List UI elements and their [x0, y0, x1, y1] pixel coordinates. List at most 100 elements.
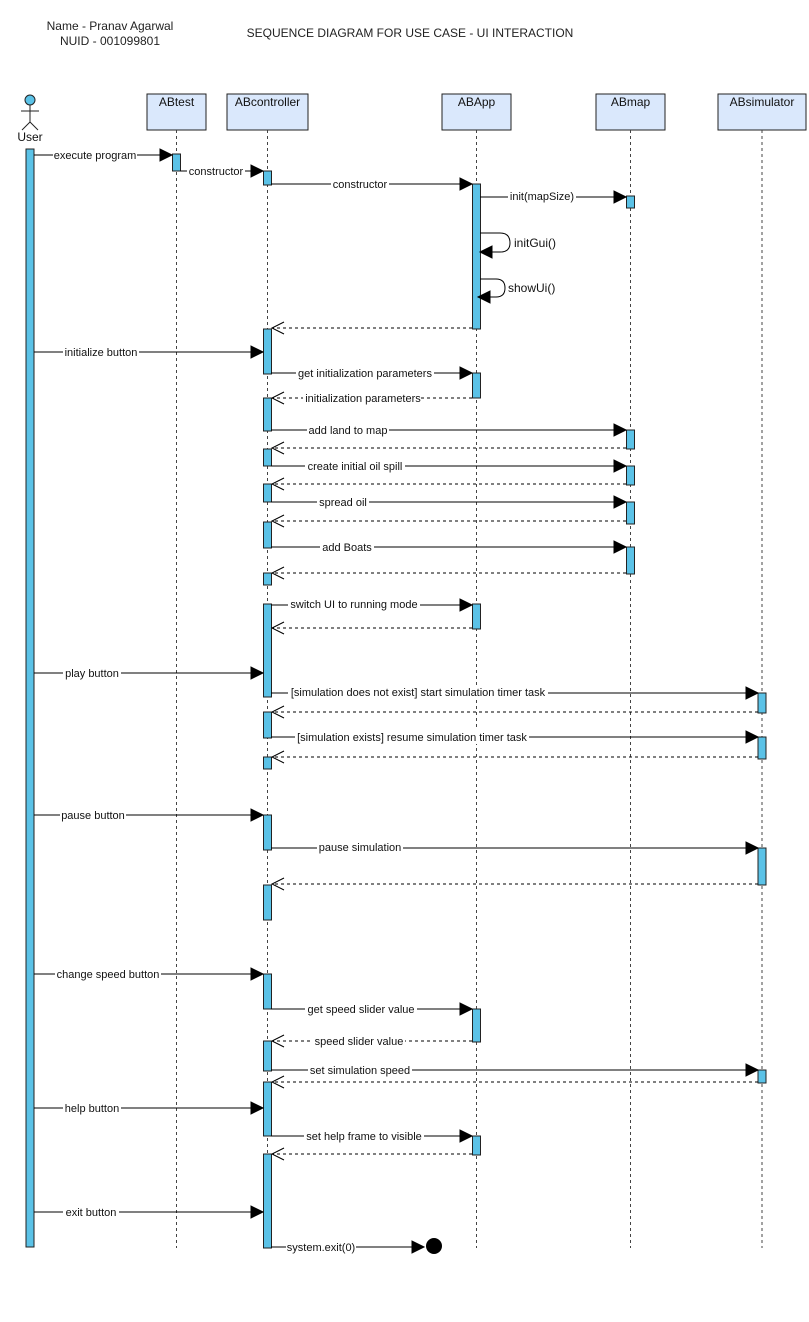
label-bg — [63, 1205, 119, 1219]
activation-abcontroller — [263, 1040, 272, 1072]
message-label: system.exit(0) — [287, 1242, 355, 1254]
arrow-head — [613, 495, 628, 509]
participant-label: ABApp — [458, 95, 496, 109]
message-return — [270, 750, 758, 764]
arrow-head — [411, 1240, 426, 1254]
activation-abcontroller — [263, 521, 272, 549]
participant-label: ABtest — [159, 95, 195, 109]
arrow-head — [250, 1101, 265, 1115]
message-label: help button — [65, 1103, 119, 1115]
message-change-speed-button: change speed button — [34, 967, 265, 981]
message-return — [270, 321, 472, 335]
actor-label: User — [17, 130, 42, 144]
participant-abtest: ABtest — [146, 93, 207, 131]
arrow-head — [250, 808, 265, 822]
label-bg — [320, 540, 374, 554]
message-return — [270, 621, 472, 635]
participant-abcontroller: ABcontroller — [226, 93, 309, 131]
arrow-head — [745, 730, 760, 744]
participant-box — [441, 93, 512, 131]
message-label: constructor — [189, 166, 244, 178]
message-init-params-return: initialization parameters — [270, 391, 472, 406]
arrow-head — [613, 190, 628, 204]
label-bg — [308, 1063, 412, 1077]
message-add-boats: add Boats — [271, 540, 628, 554]
activation-abtest — [172, 153, 181, 172]
message-label: switch UI to running mode — [290, 599, 417, 611]
activation-abcontroller — [263, 814, 272, 851]
message-pause-simulation: pause simulation — [271, 841, 760, 855]
activation-abcontroller — [263, 603, 272, 698]
label-bg — [60, 808, 126, 822]
activation-abcontroller — [263, 711, 272, 739]
message-label: add land to map — [309, 425, 388, 437]
label-bg — [288, 598, 420, 612]
actor-head — [24, 94, 36, 106]
participant-abmap: ABmap — [595, 93, 666, 131]
label-bg — [307, 423, 389, 437]
arrow-head — [270, 1147, 285, 1161]
activation-absimulator — [757, 1069, 767, 1084]
message-start-simulation: [simulation does not exist] start simula… — [271, 686, 760, 700]
participant-label: ABmap — [611, 95, 651, 109]
participant-box — [717, 93, 807, 131]
message-line — [480, 232, 511, 253]
arrow-head — [270, 514, 285, 528]
message-pause-button: pause button — [34, 808, 265, 822]
arrow-head — [459, 366, 474, 380]
label-bg — [305, 459, 405, 473]
message-switch-ui: switch UI to running mode — [271, 598, 474, 612]
message-create-oil-spill: create initial oil spill — [271, 459, 628, 473]
label-bg — [63, 1101, 121, 1115]
arrow-head — [459, 177, 474, 191]
message-label: set simulation speed — [310, 1065, 410, 1077]
label-bg — [63, 666, 121, 680]
message-get-init-params: get initialization parameters — [271, 366, 474, 380]
message-label: play button — [65, 668, 119, 680]
message-label: init(mapSize) — [510, 191, 574, 203]
label-bg — [295, 730, 529, 744]
activation-abmap — [626, 546, 635, 575]
activation-absimulator — [757, 847, 767, 886]
arrow-head — [613, 423, 628, 437]
message-play-button: play button — [34, 666, 265, 680]
label-bg — [55, 967, 161, 981]
message-label: constructor — [333, 179, 388, 191]
participant-box — [226, 93, 309, 131]
message-constructor: constructor — [180, 164, 265, 178]
arrow-head — [250, 967, 265, 981]
activation-abapp — [472, 183, 481, 330]
activation-absimulator — [757, 692, 767, 714]
arrow-head — [613, 459, 628, 473]
arrow-head — [270, 1075, 285, 1089]
message-exit-button: exit button — [34, 1205, 265, 1219]
message-label: initGui() — [514, 236, 556, 250]
label-bg — [53, 148, 137, 162]
message-label: pause button — [61, 810, 125, 822]
message-constructor: constructor — [271, 177, 474, 191]
arrow-head — [270, 321, 285, 335]
arrow-head — [270, 621, 285, 635]
message-speed-slider-return: speed slider value — [270, 1034, 472, 1048]
arrow-head — [745, 841, 760, 855]
actor-left-leg — [21, 121, 31, 131]
arrow-head — [270, 477, 285, 491]
message-label: exit button — [66, 1207, 117, 1219]
activation-abcontroller — [263, 756, 272, 770]
activation-abcontroller — [263, 448, 272, 467]
arrow-head — [270, 391, 285, 405]
activation-abmap — [626, 195, 635, 209]
activation-abapp — [472, 1135, 481, 1156]
activation-abcontroller — [263, 1153, 272, 1249]
activation-abapp — [472, 372, 481, 399]
activation-abcontroller — [263, 328, 272, 375]
arrow-head — [159, 148, 174, 162]
activation-abmap — [626, 501, 635, 525]
message-help-button: help button — [34, 1101, 265, 1115]
label-bg — [317, 841, 403, 855]
label-bg — [187, 164, 245, 178]
arrow-head — [250, 666, 265, 680]
message-set-simulation-speed: set simulation speed — [271, 1063, 760, 1077]
arrow-head — [476, 290, 491, 304]
message-label: initialize button — [65, 347, 138, 359]
